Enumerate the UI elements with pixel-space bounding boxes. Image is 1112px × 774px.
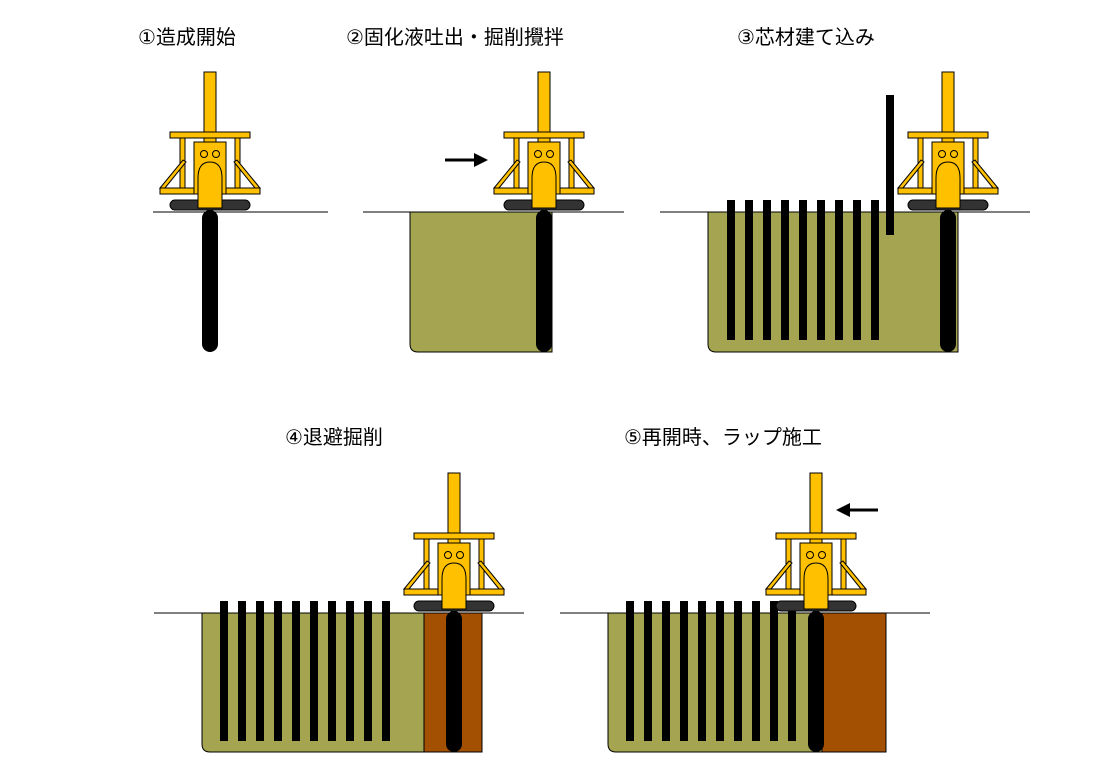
refill-soil-block [821,612,887,753]
step-3: ③芯材建て込み [660,25,1030,353]
step-4-label: ④退避掘削 [285,425,383,449]
direction-arrow-icon [836,503,878,517]
core-pile [940,210,956,352]
step-3-label: ③芯材建て込み [737,25,875,49]
improved-soil-block [607,612,823,753]
step-5-label: ⑤再開時、ラップ施工 [624,425,822,449]
core-materials [727,95,894,340]
step-1: ①造成開始 [138,25,328,352]
core-pile [202,210,218,352]
core-pile [808,611,824,752]
step-5: ⑤再開時、ラップ施工 [560,425,930,753]
improved-soil-block [409,211,553,353]
core-material-inserting [886,95,894,235]
drilling-rig-icon [493,71,595,211]
step-1-label: ①造成開始 [138,25,236,49]
drilling-rig-icon [897,71,999,211]
core-materials [220,601,390,741]
direction-arrow-icon [445,153,488,167]
step-4: ④退避掘削 [154,425,524,753]
step-2-label: ②固化液吐出・掘削攪拌 [346,25,564,49]
core-materials [626,601,796,741]
step-2: ②固化液吐出・掘削攪拌 [346,25,624,353]
core-pile [446,611,462,752]
core-pile [536,210,552,352]
drilling-rig-icon [403,472,505,612]
drilling-rig-icon [765,472,867,612]
drilling-rig-icon [159,71,261,211]
